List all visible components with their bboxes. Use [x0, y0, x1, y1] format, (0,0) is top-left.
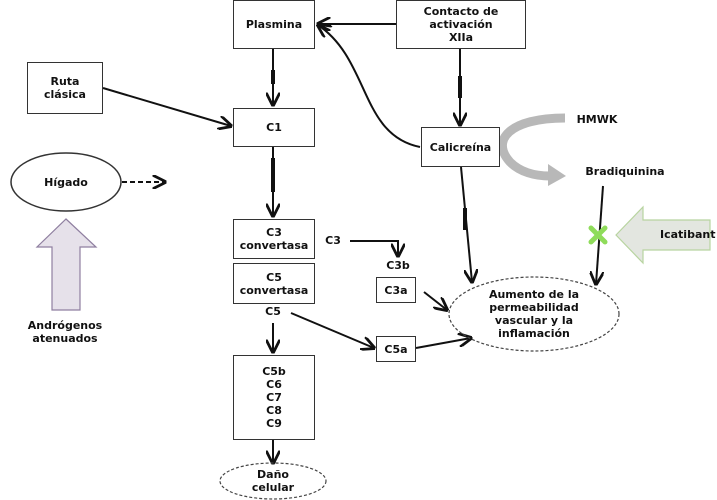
thick-mark [271, 70, 275, 84]
label-c3b: C3b [386, 259, 410, 272]
label-c5: C5 [265, 305, 281, 318]
thick-mark [271, 158, 275, 192]
edge-c3-c3b [350, 240, 398, 256]
androgen-up-arrow [35, 218, 98, 311]
node-plasmina: Plasmina [233, 0, 315, 49]
higado-ellipse [10, 152, 122, 212]
node-contacto-activacion: Contacto de activación XIIa [396, 0, 526, 49]
node-c5-convertasa: C5 convertasa [233, 263, 315, 304]
edge-c5-c5a [290, 312, 374, 348]
node-c5a: C5a [376, 336, 416, 362]
edge-calicreina-plasmina [318, 25, 421, 148]
label-bradiquinina: Bradiquinina [585, 165, 665, 178]
edge-c3a-aumento [423, 291, 447, 310]
node-mac-c5b-c9: C5b C6 C7 C8 C9 [233, 355, 315, 440]
node-c3a: C3a [376, 277, 416, 303]
edge-ruta-c1 [102, 87, 231, 126]
node-ruta-clasica: Ruta clásica [27, 62, 103, 114]
label-c3: C3 [325, 234, 341, 247]
hmwk-curved-arrow [497, 113, 566, 181]
node-c3-convertasa: C3 convertasa [233, 219, 315, 259]
label-androgenos-atenuados: Andrógenos atenuados [27, 319, 103, 345]
thick-mark [458, 76, 462, 98]
edge-c5a-aumento [415, 338, 471, 349]
aumento-ellipse [448, 276, 620, 352]
dano-ellipse [219, 462, 327, 500]
node-c1: C1 [233, 108, 315, 147]
label-hmwk: HMWK [576, 113, 618, 126]
label-icatibant: Icatibant [660, 228, 716, 241]
hmwk-arrow-head [548, 164, 566, 186]
icatibant-left-arrow [615, 205, 711, 265]
node-dano-celular: Daño celular [251, 468, 295, 494]
block-x-icon [588, 225, 608, 245]
node-aumento-permeabilidad: Aumento de la permeabilidad vascular y l… [488, 288, 580, 340]
thick-mark [463, 208, 467, 230]
node-calicreina: Calicreína [421, 127, 500, 167]
node-higado: Hígado [44, 175, 88, 189]
